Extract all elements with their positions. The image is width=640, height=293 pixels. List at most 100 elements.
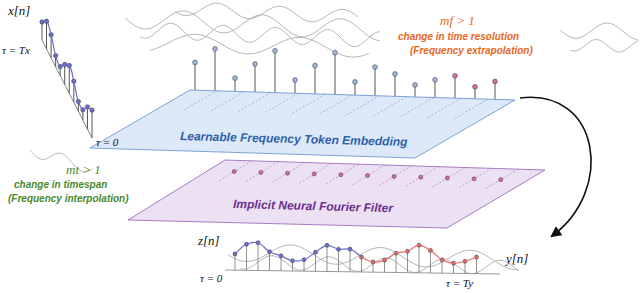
signal-name: x[n] [8,4,30,18]
filter-dot [312,172,316,176]
filter-dot [499,178,503,182]
grid-line [182,91,217,111]
plane-shape [128,160,545,228]
grid-line [324,164,358,185]
token-dot [193,60,198,65]
axis-label: τ = Ty [446,277,473,289]
annotation: change in time resolution [398,31,519,42]
stem [335,53,336,95]
output-stem-plot [225,241,500,274]
token-dot [453,73,458,78]
stem [407,251,408,272]
filter-dot [259,170,263,174]
grid-line [431,168,465,188]
stem [64,64,65,84]
stem [396,253,397,272]
annotation: (Frequency interpolation) [8,193,129,204]
filter-dot [365,174,369,178]
grid-line [345,96,380,116]
mapping-arrow [520,97,591,236]
filter-plane: Implicit Neural Fourier Filter [125,158,550,230]
gray-wave [570,40,639,52]
stem [375,67,376,96]
stem [42,22,43,40]
stem [195,63,196,92]
stem [281,256,282,271]
stem [69,65,70,93]
scale-factor: mf > 1 [440,14,475,28]
token-dot [413,83,418,88]
stem [455,76,456,99]
stem [275,51,276,94]
token-dot [353,80,358,85]
stem [430,250,431,273]
annotation: (Frequency extrapolation) [410,45,533,56]
grid-line [453,99,488,119]
token-dot [313,63,318,68]
stem [435,80,436,98]
gray-wave [150,34,369,57]
stem [350,249,351,272]
gray-waves [30,3,639,274]
grid-line [378,166,412,187]
gray-wave [140,23,380,46]
annotation: change in timespan [14,179,107,190]
grid-line [372,97,407,117]
token-dot [393,72,398,77]
gray-wave [175,3,358,22]
stem [269,252,270,271]
token-dot [373,65,378,70]
filter-dot [472,177,476,181]
grid-line [484,169,518,189]
stem [395,74,396,97]
axis-label: τ = 0 [96,136,118,148]
grid-line [298,163,332,184]
token-dot [233,76,238,81]
axis-label: τ = Tx [2,44,30,56]
grid-line [209,92,244,112]
time-axis [225,270,500,274]
plane-shape [90,90,515,158]
token-dot [253,62,258,67]
grid-line [351,165,385,186]
token-dot [333,50,338,55]
grid-line [399,98,434,118]
extrapolated-curve [362,245,477,263]
filter-dot [445,176,449,180]
stem [315,66,316,95]
signal-curve [42,21,92,110]
filter-dot [285,171,289,175]
grid-line [218,161,252,182]
stem [92,110,93,138]
stem [338,249,339,271]
stem [327,245,328,271]
gray-wave [560,23,638,40]
filter-dot [339,173,343,177]
grid-line [244,162,278,183]
token-dot [273,48,278,53]
stem [235,254,236,270]
stem [87,107,88,129]
token-dot [433,77,438,82]
filter-dot [392,174,396,178]
grid-line [271,163,305,184]
grid-line [318,95,353,115]
stem [495,81,496,100]
axis-label: τ = 0 [200,272,222,284]
token-dot [213,46,218,51]
stem [215,49,216,92]
stem [315,252,316,271]
grid-line [263,93,298,113]
token-dot [473,84,478,89]
stem [255,64,256,93]
time-axis [42,40,92,138]
stem [419,245,420,273]
signal-name: y[n] [506,252,528,266]
scale-factor: mt > 1 [66,163,101,177]
grid-line [457,168,491,188]
filter-dot [419,175,423,179]
input-stem-plot [40,19,94,138]
grid-line [236,93,271,113]
stem [258,243,259,271]
grid-line [404,167,438,188]
